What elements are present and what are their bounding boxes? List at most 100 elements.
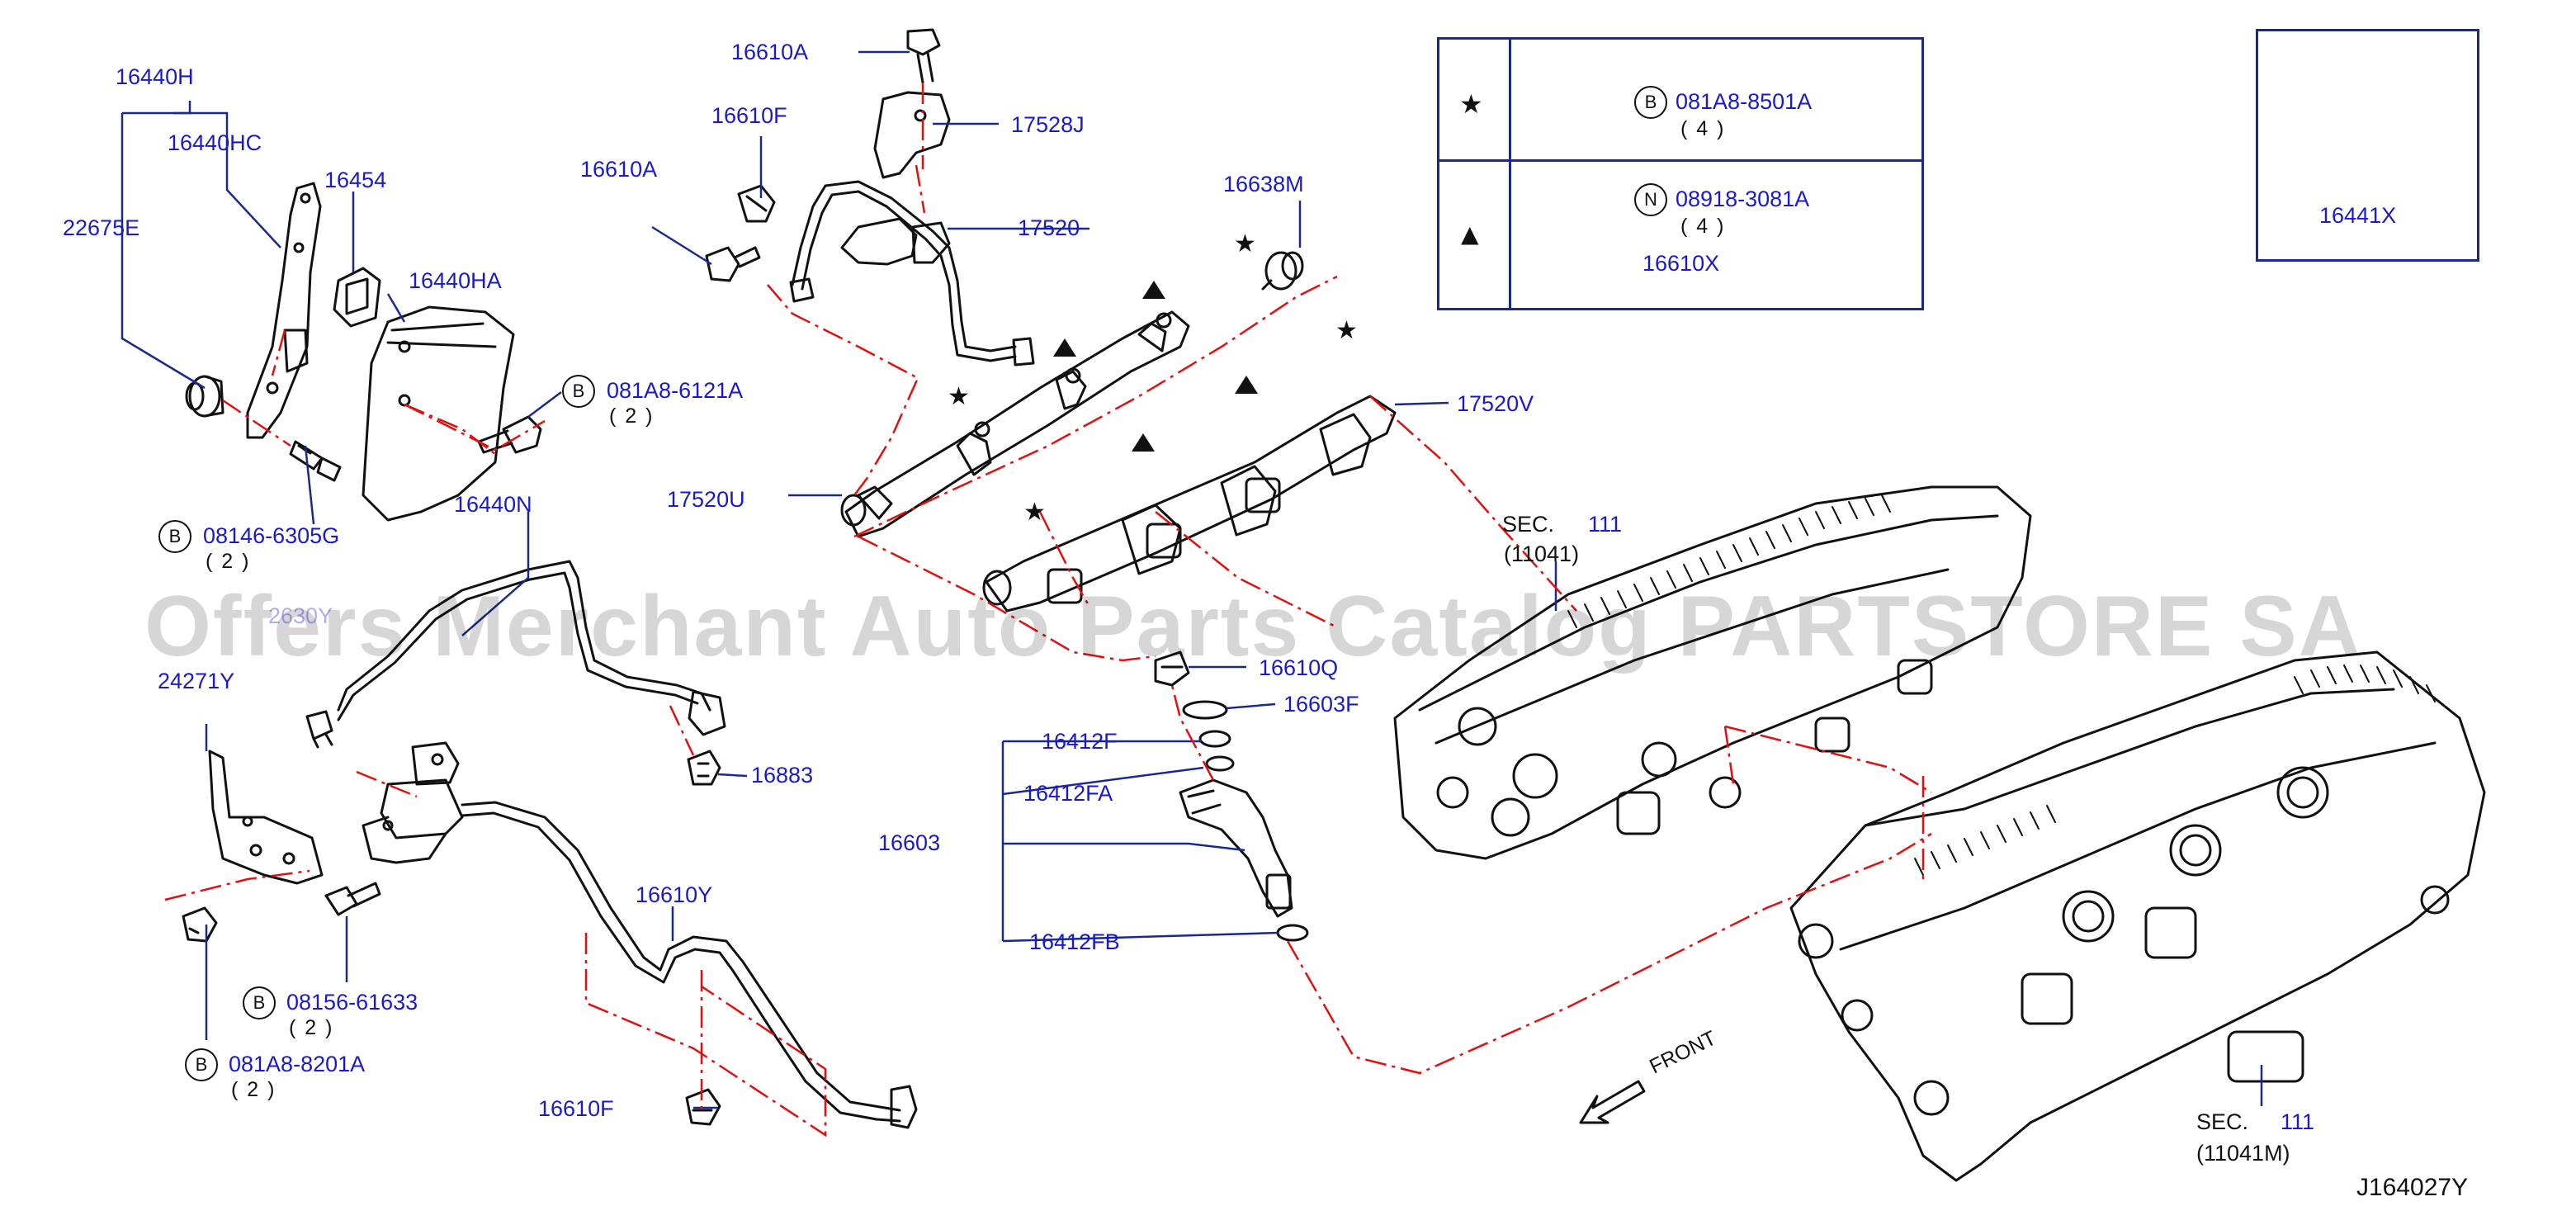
front-arrow-icon xyxy=(1579,1080,1646,1124)
star-marker: ★ xyxy=(1023,498,1046,527)
legend-star-qty: ( 4 ) xyxy=(1680,117,1726,140)
label-081a8-6121a: 081A8-6121A xyxy=(607,378,744,403)
label-16440n: 16440N xyxy=(454,492,532,517)
legend-star-circle-b: B xyxy=(1634,86,1667,119)
legend-divider-horizontal xyxy=(1439,159,1921,162)
label-16603: 16603 xyxy=(878,830,941,855)
triangle-marker xyxy=(1142,281,1165,299)
label-24271y: 24271Y xyxy=(158,669,235,693)
label-22675e: 22675E xyxy=(63,215,140,240)
label-16412f: 16412F xyxy=(1042,729,1118,754)
label-16610q: 16610Q xyxy=(1259,655,1339,680)
label-16610a-mid: 16610A xyxy=(580,157,658,182)
o-ring-16412fb xyxy=(1276,924,1309,942)
sec-upper-sub: (11041) xyxy=(1504,542,1580,566)
label-16440h: 16440H xyxy=(116,64,194,89)
triangle-marker xyxy=(1053,338,1076,357)
injector-16603 xyxy=(1179,778,1293,918)
qty-08156-61633: ( 2 ) xyxy=(289,1016,334,1039)
label-16412fb: 16412FB xyxy=(1029,929,1120,954)
circle-b-081a8-8201a: B xyxy=(185,1048,218,1081)
fuel-pipe-17520 xyxy=(789,180,1035,367)
label-16440hc: 16440HC xyxy=(168,130,262,155)
circle-b-081a8-6121a: B xyxy=(562,375,595,408)
cylinder-head-upper xyxy=(1393,485,2032,860)
o-ring-16412f xyxy=(1198,730,1231,748)
label-16638m: 16638M xyxy=(1223,172,1304,196)
sensor-16638m xyxy=(1261,251,1304,291)
fuel-rail-17520u xyxy=(840,310,1190,538)
label-081a8-8201a: 081A8-8201A xyxy=(229,1052,366,1076)
bracket-24271y xyxy=(208,750,324,885)
markers: ★ ★ ★ ★ xyxy=(948,229,1358,527)
label-16610f-lower: 16610F xyxy=(538,1096,614,1121)
legend-triangle-circle-n: N xyxy=(1634,183,1667,216)
sec-lower-sub: (11041M) xyxy=(2196,1141,2290,1166)
label-16412fa: 16412FA xyxy=(1023,781,1113,806)
legend-triangle-qty: ( 4 ) xyxy=(1680,215,1726,238)
label-16603f: 16603F xyxy=(1283,692,1359,717)
sec-upper-prefix: SEC. xyxy=(1502,512,1555,537)
qty-081a8-6121a: ( 2 ) xyxy=(609,404,655,428)
clip-16454 xyxy=(333,267,381,328)
circle-b-08146-6305g: B xyxy=(158,520,191,553)
label-16883: 16883 xyxy=(751,763,814,788)
fastener-legend-table: ★ ▲ xyxy=(1437,37,1924,310)
clamp-16610f-top xyxy=(737,184,776,223)
watermark: Offers Merchant Auto Parts Catalog PARTS… xyxy=(144,579,2362,674)
label-17520: 17520 xyxy=(1018,215,1080,240)
diagram-id: J164027Y xyxy=(2356,1174,2469,1201)
legend-triangle-symbol: ▲ xyxy=(1461,220,1479,248)
inset-box xyxy=(2256,29,2479,262)
clamp-upper-left xyxy=(305,710,333,749)
label-16610a-top: 16610A xyxy=(731,40,809,64)
clamp-16610f-lower xyxy=(685,1088,721,1126)
triangle-marker xyxy=(1235,376,1258,394)
o-ring-16412fa xyxy=(1205,755,1235,772)
star-marker: ★ xyxy=(1234,229,1256,258)
label-16454: 16454 xyxy=(324,168,387,192)
cylinder-head-lower xyxy=(1789,650,2486,1182)
bolt-08146-6305g xyxy=(289,440,342,482)
clamp-16883 xyxy=(687,750,721,786)
label-17528j: 17528J xyxy=(1011,112,1085,137)
legend-divider-vertical xyxy=(1509,40,1511,308)
legend-star-part: 081A8-8501A xyxy=(1676,89,1813,114)
label-08156-61633: 08156-61633 xyxy=(286,990,418,1015)
bolt-16610a-top xyxy=(906,28,941,84)
sec-lower-number[interactable]: 111 xyxy=(2281,1109,2315,1134)
bracket-17528j xyxy=(873,91,951,179)
fuel-damper-assembly xyxy=(362,741,464,864)
clip-16610q xyxy=(1154,650,1190,687)
bolt-08156-61633 xyxy=(324,882,381,916)
label-16440ha: 16440HA xyxy=(409,268,502,293)
label-partial-hidden: 2630Y xyxy=(268,603,333,628)
fuel-tube-16440n xyxy=(337,560,726,736)
qty-081a8-8201a: ( 2 ) xyxy=(231,1078,277,1101)
sec-upper-number[interactable]: 111 xyxy=(1588,512,1623,537)
sec-lower-prefix: SEC. xyxy=(2196,1109,2249,1134)
heat-shield-16440ha xyxy=(362,305,515,522)
seal-16603f xyxy=(1182,700,1228,720)
label-17520u: 17520U xyxy=(667,487,745,512)
label-16610y: 16610Y xyxy=(636,882,713,907)
bolt-081a8-8201a xyxy=(182,906,218,943)
guide-lines xyxy=(164,83,1932,1138)
legend-star-symbol: ★ xyxy=(1459,88,1483,120)
label-08146-6305g: 08146-6305G xyxy=(203,523,340,548)
legend-triangle-part: 08918-3081A xyxy=(1676,187,1810,211)
label-16610f-top: 16610F xyxy=(711,103,787,128)
fuel-rail-17520v xyxy=(982,395,1397,612)
star-marker: ★ xyxy=(1335,316,1358,345)
label-17520v: 17520V xyxy=(1457,391,1534,416)
label-16441x: 16441X xyxy=(2319,203,2397,228)
grommet-22675e xyxy=(185,375,225,418)
bracket-16440h xyxy=(246,182,322,439)
triangle-marker xyxy=(1132,433,1155,452)
fuel-tube-16610y xyxy=(461,801,918,1129)
legend-triangle-part2: 16610X xyxy=(1642,251,1720,276)
star-marker: ★ xyxy=(948,382,970,411)
qty-08146-6305g: ( 2 ) xyxy=(206,550,251,573)
bolt-16610a-mid xyxy=(705,246,761,282)
bolt-081a8-6121a xyxy=(477,415,542,454)
